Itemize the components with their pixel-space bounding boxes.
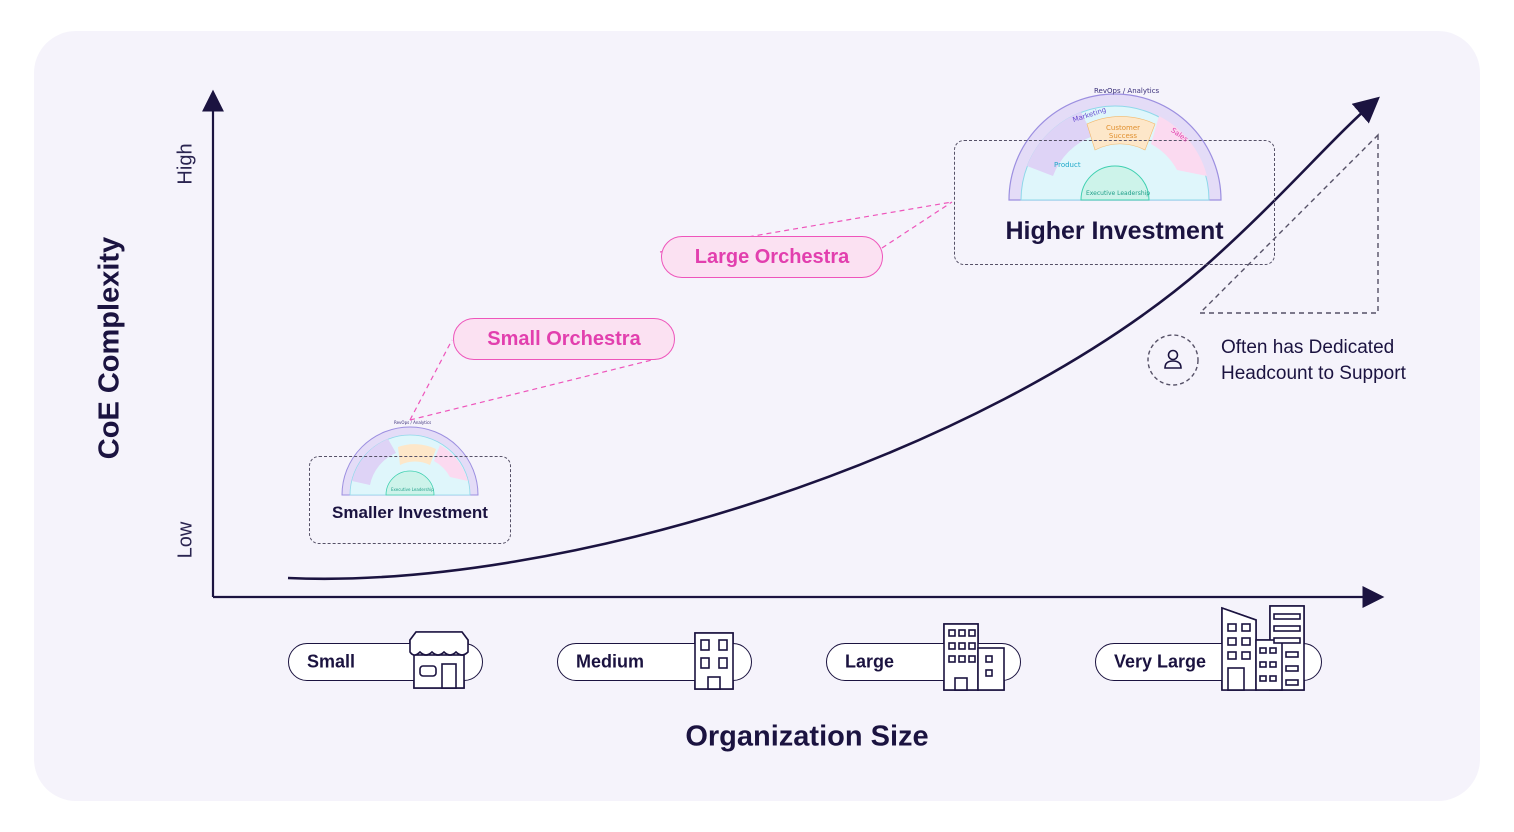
size-label-very-large: Very Large — [1114, 651, 1207, 672]
small-orchestra-arc — [341, 426, 479, 496]
connector-small-2 — [409, 357, 661, 421]
y-tick-high: High — [174, 143, 197, 185]
size-label-medium: Medium — [576, 651, 645, 672]
headcount-bracket — [1198, 133, 1379, 314]
growth-curve — [287, 96, 1380, 581]
size-pill-small: Small — [288, 643, 483, 681]
headcount-note: Often has Dedicated Headcount to Support — [1221, 337, 1406, 384]
large-orchestra-arc — [1008, 93, 1222, 201]
y-axis-title: CoE Complexity — [93, 236, 126, 460]
higher-investment-label: Higher Investment — [1005, 217, 1224, 245]
arc-product-label: Product — [1054, 161, 1081, 169]
small-orchestra-pill: Small Orchestra — [453, 318, 675, 360]
size-pill-large: Large — [826, 643, 1021, 681]
arc-revops-label: RevOps / Analytics — [1094, 87, 1160, 95]
arc-exec-label: Executive Leadership — [1086, 190, 1151, 197]
arc-cs-label: Customer Success — [1106, 124, 1141, 140]
large-orchestra-pill: Large Orchestra — [661, 236, 883, 278]
size-pill-medium: Medium — [557, 643, 752, 681]
size-pill-very-large: Very Large — [1095, 643, 1322, 681]
small-arc-exec-label: Executive Leadership — [391, 487, 434, 492]
connector-large-2 — [881, 201, 953, 249]
small-arc-revops-label: RevOps / Analytics — [394, 420, 432, 425]
size-label-large: Large — [845, 651, 895, 672]
x-axis-title: Organization Size — [685, 720, 929, 753]
large-orchestra-label: Large Orchestra — [694, 245, 850, 268]
small-orchestra-label: Small Orchestra — [487, 327, 641, 350]
y-tick-low: Low — [174, 521, 197, 559]
person-icon — [1147, 334, 1199, 386]
size-label-small: Small — [307, 651, 356, 672]
connector-small-1 — [409, 339, 453, 421]
smaller-investment-box: Smaller Investment — [309, 456, 511, 544]
higher-investment-box: Higher Investment — [954, 140, 1275, 265]
smaller-investment-label: Smaller Investment — [332, 503, 488, 522]
